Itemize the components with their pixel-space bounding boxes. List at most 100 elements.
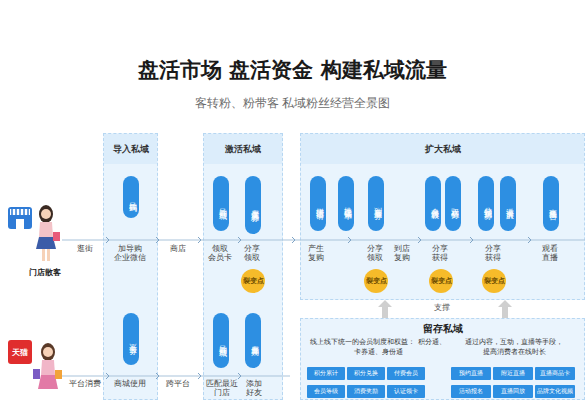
node-label: 付费会员 (394, 369, 418, 378)
feature-button: 会员等级 (307, 385, 345, 398)
feature-button: 消费奖励 (347, 385, 385, 398)
fission-point: 裂变点 (429, 269, 453, 293)
feature-button: 直播商品卡 (535, 367, 575, 380)
platform-icon-label: 天猫 (12, 348, 28, 357)
node-label: 导购商城 (216, 202, 227, 206)
stage-band: 扩大私域拼团邀请 推送促销单 到店专属券 会员晋级 双倍积分 分销员招募 邀请入群 直播预告裂… (300, 133, 585, 300)
step-label: 匹配最近 门店 (206, 379, 238, 398)
node-label: 会员晋级 (428, 202, 439, 206)
node-label: 活动报名 (459, 387, 483, 396)
step-label: 到店 复购 (394, 244, 410, 263)
shopper-figure (36, 205, 60, 261)
shopper-caption: 门店散客 (29, 268, 61, 278)
action-pill: 推送促销单 (338, 176, 354, 231)
awning-stripes (12, 209, 28, 215)
node-label: 推送促销单 (341, 201, 352, 206)
step-label: 逛街 (77, 244, 93, 253)
hair (41, 343, 55, 361)
skirt (38, 375, 58, 389)
shopping-bag (55, 370, 62, 379)
fission-label: 裂变点 (243, 277, 264, 286)
top (41, 360, 55, 375)
node-label: 双倍积分 (448, 202, 459, 206)
node-label: 直播商品卡 (540, 369, 570, 378)
node-label: 消费奖励 (354, 387, 378, 396)
node-label: 积分兑换 (354, 369, 378, 378)
step-label: 领取 会员卡 (208, 244, 232, 263)
band-heading: 导入私域 (104, 134, 157, 164)
node-label: 积分累计 (314, 369, 338, 378)
node-label: 平台卡券 (126, 337, 137, 341)
action-pill: 导购商城 (213, 176, 229, 231)
node-label: 认证领卡 (394, 387, 418, 396)
store-icon (8, 207, 32, 229)
node-label: 导购商城 (216, 339, 227, 343)
node-label: 直播回放 (501, 387, 525, 396)
box-heading: 留存私域 (301, 323, 584, 336)
action-pill: 双倍积分 (445, 176, 461, 231)
action-pill: 导购码 (123, 176, 139, 218)
node-label: 附近直播 (501, 369, 525, 378)
diagram-title: 盘活市场 盘活资金 构建私域流量 (0, 56, 585, 84)
band-heading: 扩大私域 (301, 134, 584, 164)
support-arrow (378, 300, 392, 318)
step-label: 分享 领取 (244, 244, 260, 263)
node-label: 到店专属券 (371, 201, 382, 206)
step-label: 产生 复购 (308, 244, 324, 263)
feature-button: 直播回放 (493, 385, 533, 398)
fission-label: 裂变点 (366, 277, 387, 286)
tmall-icon (8, 340, 32, 364)
node-label: 邀请入群 (503, 202, 514, 206)
store-icon (8, 207, 32, 229)
step-label: 加导购 企业微信 (114, 244, 146, 263)
node-label: 导购码 (126, 196, 137, 199)
node-label: 直播预告 (546, 202, 557, 206)
support-arrow (378, 300, 392, 318)
hair (39, 205, 53, 223)
action-pill: 到店专属券 (368, 176, 384, 231)
shopping-bag (53, 232, 60, 241)
skirt (36, 237, 56, 249)
action-pill: 平台卡券 (123, 313, 139, 365)
support-note: 支撑 (434, 303, 450, 313)
action-pill: 专属导购 (245, 313, 261, 368)
step-label: 商店 (170, 244, 186, 253)
action-pill: 专属优惠券 (245, 176, 261, 234)
leg (47, 249, 50, 261)
shopping-bag (33, 369, 40, 379)
leg (42, 249, 45, 261)
action-pill: 邀请入群 (500, 176, 516, 231)
action-pill: 拼团邀请 (310, 176, 326, 231)
feature-button: 积分累计 (307, 367, 345, 380)
action-pill: 导购商城 (213, 313, 229, 368)
face (43, 347, 53, 357)
action-pill: 会员晋级 (425, 176, 441, 231)
box-body: 通过内容，互动，直播等手段， 提高消费者在线时长 (449, 338, 579, 358)
node-label: 预约直播 (459, 369, 483, 378)
feature-button: 预约直播 (451, 367, 491, 380)
action-pill: 直播预告 (543, 176, 559, 231)
node-label: 分销员招募 (481, 201, 492, 206)
diagram-caption: 客转粉、粉带客 私域粉丝经营全景图 (0, 95, 585, 112)
support-arrow (498, 300, 512, 318)
retention-box: 留存私域线上线下统一的会员制度和权益： 积分通、卡券通、身份通通过内容，互动，直… (300, 318, 585, 400)
fission-point: 裂变点 (482, 269, 506, 293)
box-body: 线上线下统一的会员制度和权益： 积分通、卡券通、身份通 (309, 338, 447, 358)
tmall-icon (8, 340, 32, 364)
step-label: 分享 获得 (485, 244, 501, 263)
fission-point: 裂变点 (364, 269, 388, 293)
node-label: 专属导购 (248, 339, 259, 343)
step-label: 观看 直播 (542, 244, 558, 263)
face (41, 209, 51, 219)
fission-label: 裂变点 (431, 277, 452, 286)
stage-band: 导入私域导购码平台卡券 (103, 133, 158, 400)
store-awning (10, 209, 30, 215)
step-label: 分享 领取 (367, 244, 383, 263)
shopper-figure (33, 343, 62, 389)
step-label: 添加 好友 (246, 379, 262, 398)
feature-button: 活动报名 (451, 385, 491, 398)
action-pill: 分销员招募 (478, 176, 494, 231)
fission-label: 裂变点 (484, 277, 505, 286)
feature-button: 认证领卡 (387, 385, 425, 398)
